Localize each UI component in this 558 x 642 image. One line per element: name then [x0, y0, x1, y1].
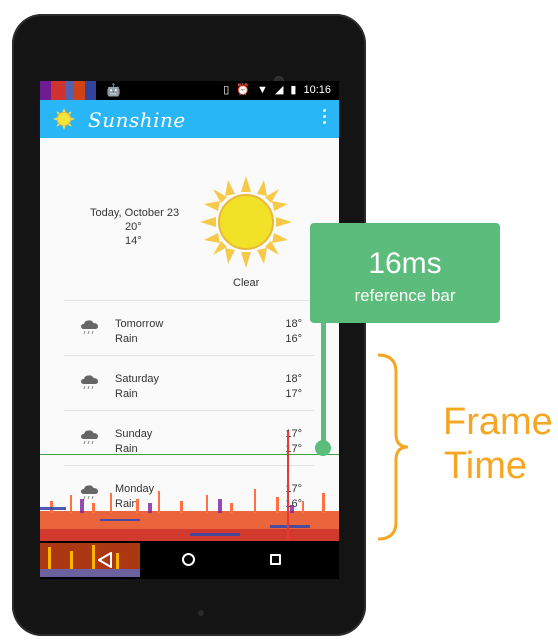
callout-value: 16ms — [368, 247, 442, 280]
status-time: 10:16 — [303, 84, 331, 96]
forecast-desc: Rain — [115, 498, 138, 510]
today-low: 14° — [125, 235, 142, 247]
forecast-row[interactable]: Saturday Rain 18° 17° — [64, 355, 314, 410]
vibrate-icon: ▯ — [223, 84, 230, 96]
forecast-row[interactable]: Monday Rain 17° 16° — [64, 465, 314, 520]
forecast-desc: Rain — [115, 443, 138, 455]
overflow-menu-icon[interactable] — [321, 109, 327, 127]
rain-cloud-icon — [81, 430, 98, 445]
frame-time-line1: Frame — [443, 401, 553, 443]
callout-stem — [321, 323, 326, 445]
rain-cloud-icon — [81, 375, 98, 390]
app-bar: Sunshine — [40, 100, 339, 138]
forecast-low: 17° — [285, 443, 302, 455]
forecast-high: 18° — [285, 373, 302, 385]
forecast-day: Saturday — [115, 373, 160, 385]
forecast-low: 16° — [285, 498, 302, 510]
recents-button[interactable] — [270, 554, 281, 565]
forecast-row[interactable]: Tomorrow Rain 18° 16° — [64, 300, 314, 355]
battery-icon: ▮ — [290, 84, 297, 96]
android-notification-icon: 🤖 — [106, 83, 121, 97]
forecast-low: 16° — [285, 333, 302, 345]
gpu-overlay-nav — [40, 543, 140, 577]
wifi-icon: ▼ — [257, 84, 268, 96]
gpu-profile-bars — [40, 489, 339, 545]
sun-logo-icon — [53, 108, 75, 130]
callout-dot — [315, 440, 331, 456]
forecast-high: 17° — [285, 483, 302, 495]
bottom-sensor — [198, 610, 204, 616]
frame-time-label: Frame Time — [443, 400, 553, 488]
forecast-day: Sunday — [115, 428, 153, 440]
today-condition: Clear — [233, 277, 260, 289]
today-high: 20° — [125, 221, 142, 233]
today-panel[interactable]: Today, October 23 20° 14° — [40, 138, 339, 300]
sun-icon — [200, 176, 292, 268]
back-button[interactable] — [98, 552, 112, 568]
frame-time-bracket — [377, 353, 409, 541]
forecast-desc: Rain — [115, 333, 138, 345]
forecast-low: 17° — [285, 388, 302, 400]
callout-label: reference bar — [354, 286, 456, 305]
gpu-frame-spike — [287, 431, 289, 545]
forecast-high: 18° — [285, 318, 302, 330]
forecast-day: Monday — [115, 483, 155, 495]
forecast-row[interactable]: Sunday Rain 17° 17° — [64, 410, 314, 465]
gpu-reference-line — [40, 454, 339, 455]
rain-cloud-icon — [81, 320, 98, 335]
alarm-icon: ⏰ — [236, 84, 251, 96]
forecast-desc: Rain — [115, 388, 138, 400]
status-bar: 🤖 ▯ ⏰ ▼ ◢ ▮ 10:16 — [40, 81, 339, 100]
app-title: Sunshine — [88, 108, 186, 132]
today-date: Today, October 23 — [90, 207, 180, 219]
rain-cloud-icon — [81, 485, 98, 500]
home-button[interactable] — [182, 553, 195, 566]
reference-bar-callout: 16ms reference bar — [310, 223, 500, 323]
nav-bar — [40, 541, 339, 579]
frame-time-line2: Time — [444, 445, 528, 487]
gpu-overlay-corner — [40, 81, 96, 100]
status-icons: ▯ ⏰ ▼ ◢ ▮ 10:16 — [223, 84, 331, 96]
forecast-day: Tomorrow — [115, 318, 164, 330]
forecast-high: 17° — [285, 428, 302, 440]
forecast-list: Tomorrow Rain 18° 16° Saturday Rain 18° … — [64, 300, 314, 520]
screen: 🤖 ▯ ⏰ ▼ ◢ ▮ 10:16 — [40, 81, 339, 579]
signal-icon: ◢ — [274, 84, 284, 96]
